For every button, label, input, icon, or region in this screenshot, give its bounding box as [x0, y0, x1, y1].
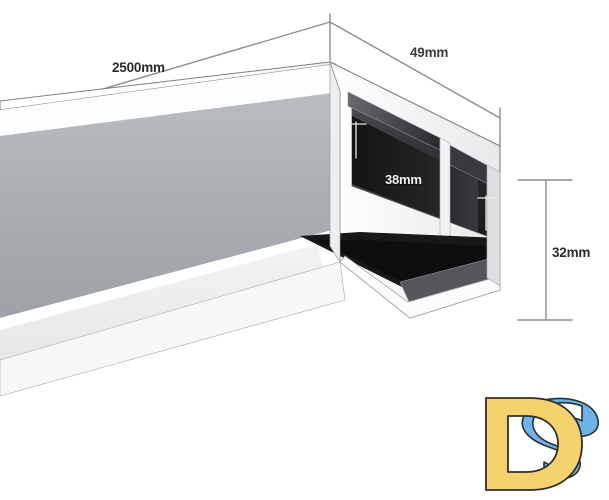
dimension-label-height: 32mm [552, 245, 591, 260]
dimension-label-width: 49mm [410, 45, 449, 60]
profile-side-face [0, 92, 340, 318]
logo-letter-d [485, 397, 583, 491]
profile-top-highlight [0, 64, 340, 136]
dimension-label-inner-width: 38mm [385, 172, 422, 187]
profile-end-left-edge [329, 61, 341, 264]
profile-end-right-wall [486, 164, 501, 287]
leader-line-width [329, 21, 501, 119]
profile-bottom-lip [0, 261, 346, 397]
dimension-label-length: 2500mm [112, 60, 165, 75]
channel-divider-web [439, 137, 451, 251]
inner-dimension-ticks [347, 121, 497, 231]
ds-watermark-logo [485, 397, 599, 491]
